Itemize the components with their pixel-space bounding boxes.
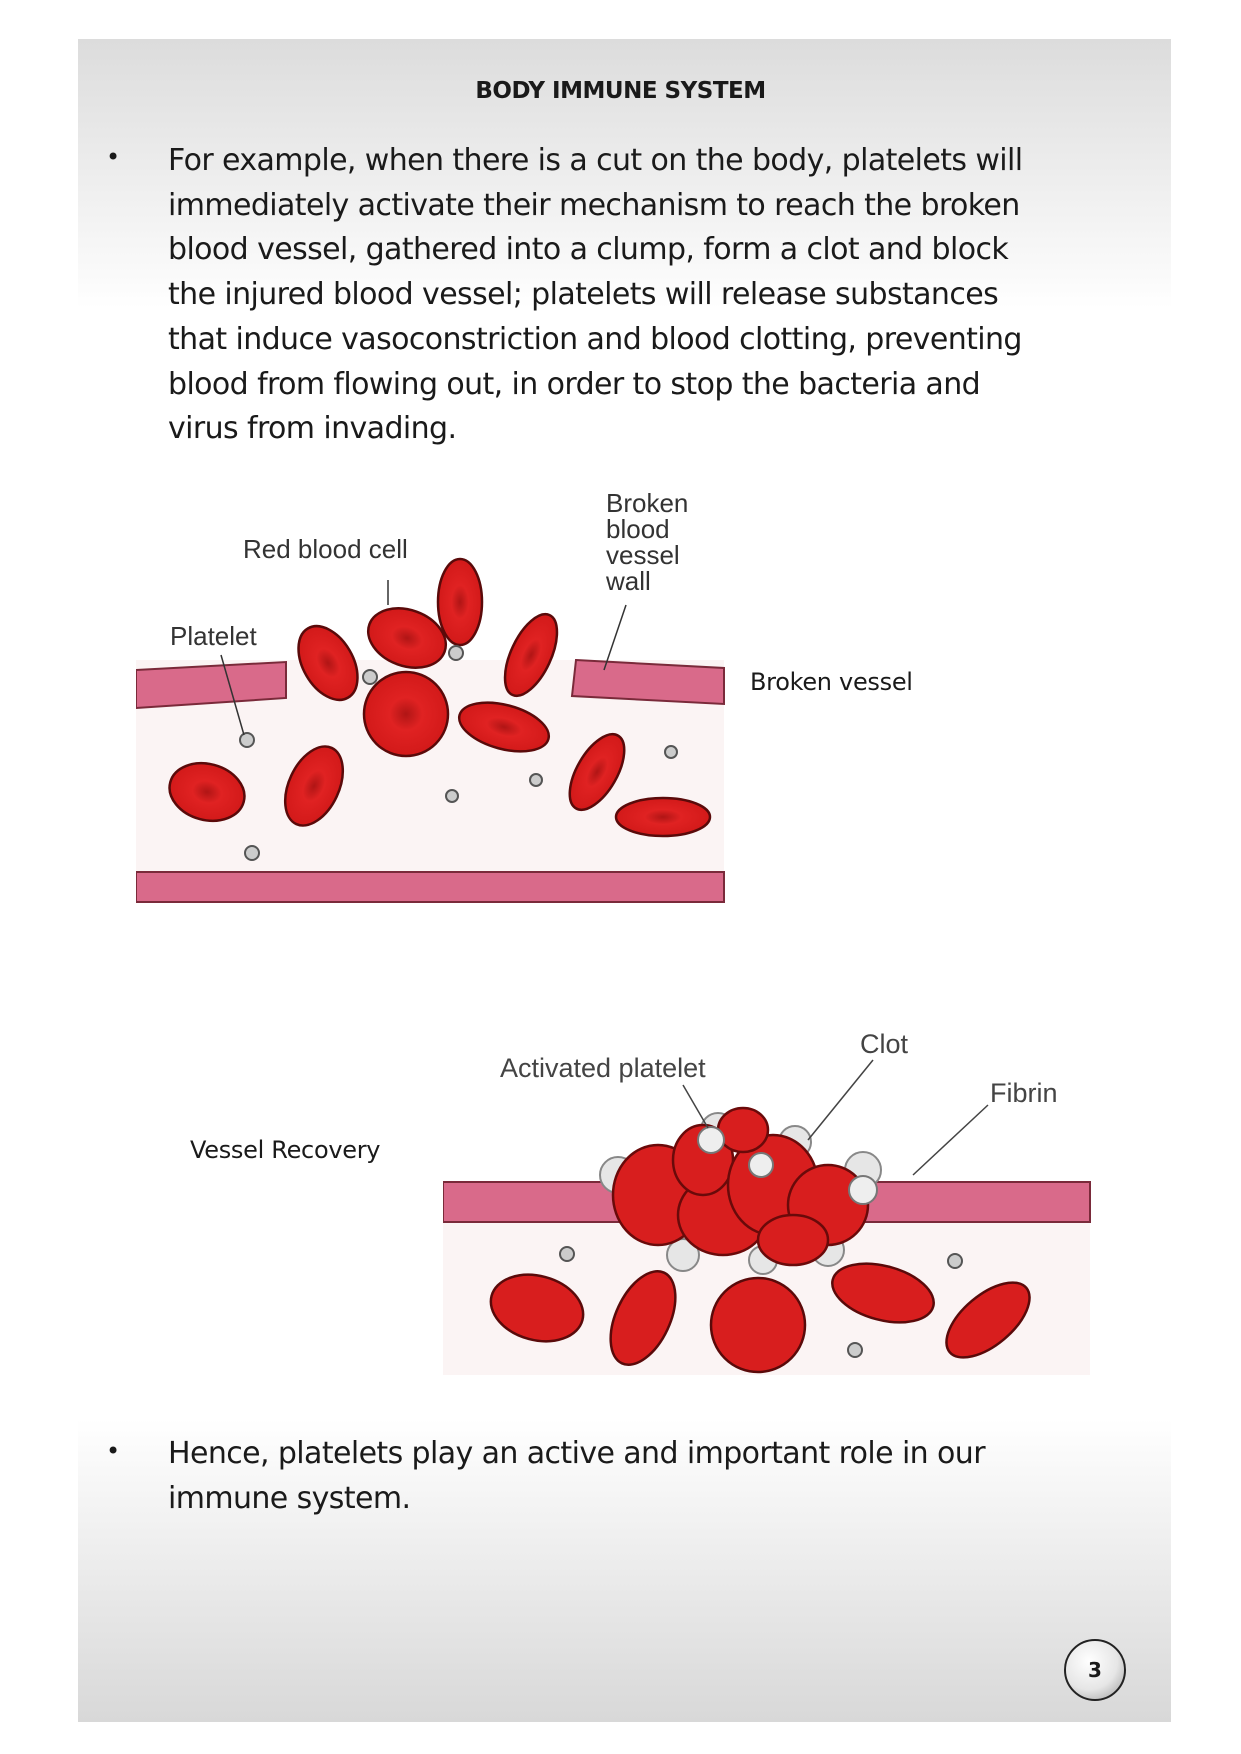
- text-line: immune system.: [168, 1480, 411, 1516]
- svg-text:vessel: vessel: [606, 540, 680, 570]
- text-line: blood vessel, gathered into a clump, for…: [168, 232, 1009, 268]
- bullet-marker: •: [106, 1437, 121, 1465]
- broken-vessel-illustration: Red blood cell Platelet Broken blood ves…: [136, 490, 725, 903]
- vessel-wall-right: [570, 658, 725, 706]
- text-line: virus from invading.: [168, 411, 457, 447]
- svg-text:wall: wall: [605, 566, 651, 596]
- page-number-badge: 3: [1064, 1639, 1126, 1701]
- text-line: the injured blood vessel; platelets will…: [168, 277, 999, 313]
- vessel-recovery-illustration: Activated platelet Clot Fibrin: [443, 1029, 1091, 1375]
- caption-broken-vessel: Broken vessel: [750, 668, 913, 696]
- vessel-wall-left: [136, 660, 287, 710]
- label-broken-vessel-wall: Broken blood vessel wall: [605, 490, 688, 596]
- paragraph-platelets-example: For example, when there is a cut on the …: [168, 139, 1088, 452]
- svg-text:Broken: Broken: [606, 490, 688, 518]
- label-fibrin: Fibrin: [990, 1078, 1058, 1108]
- paragraph-conclusion: Hence, platelets play an active and impo…: [168, 1432, 1088, 1521]
- label-activated-platelet: Activated platelet: [500, 1053, 706, 1083]
- text-line: that induce vasoconstriction and blood c…: [168, 321, 1022, 357]
- bullet-marker: •: [106, 143, 121, 171]
- clot: [611, 1106, 870, 1267]
- text-line: Hence, platelets play an active and impo…: [168, 1436, 986, 1471]
- page-title: BODY IMMUNE SYSTEM: [475, 78, 766, 104]
- text-line: immediately activate their mechanism to …: [168, 187, 1020, 223]
- vessel-wall-bottom: [136, 871, 725, 903]
- label-clot: Clot: [860, 1029, 909, 1059]
- text-line: For example, when there is a cut on the …: [168, 143, 1023, 178]
- text-line: blood from flowing out, in order to stop…: [168, 366, 981, 402]
- caption-vessel-recovery: Vessel Recovery: [190, 1136, 381, 1164]
- label-red-blood-cell: Red blood cell: [243, 534, 408, 564]
- label-platelet: Platelet: [170, 621, 257, 651]
- svg-text:blood: blood: [606, 514, 670, 544]
